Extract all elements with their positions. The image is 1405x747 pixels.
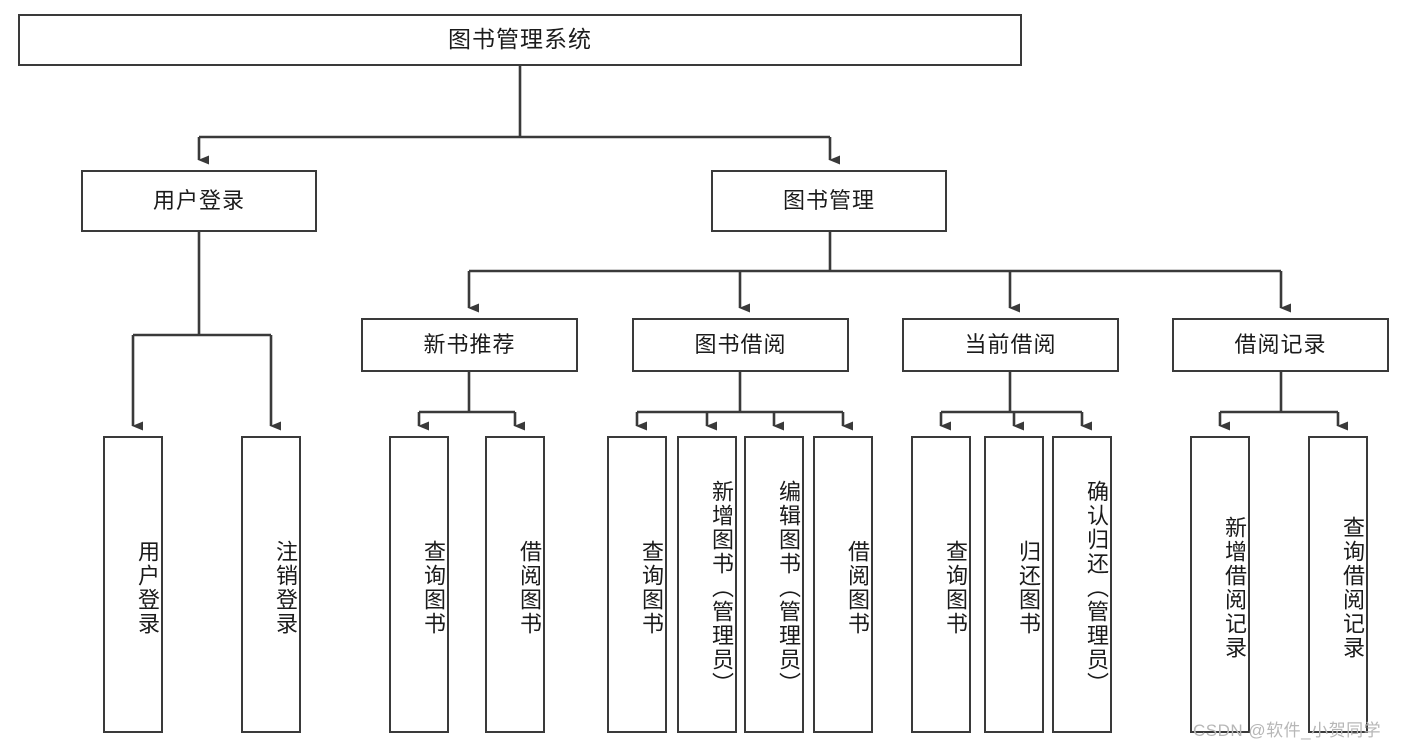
leaf-add-book-admin-label: 新增图书（管理员）: [709, 479, 734, 696]
node-current-borrow-label: 当前借阅: [964, 331, 1057, 357]
node-current-borrow[interactable]: 当前借阅: [902, 318, 1119, 372]
leaf-user-login-label: 用户登录: [135, 539, 160, 636]
node-book-borrow[interactable]: 图书借阅: [632, 318, 849, 372]
node-new-book-recommend[interactable]: 新书推荐: [361, 318, 578, 372]
leaf-query-books-borrow[interactable]: 查询图书: [607, 436, 667, 733]
connector-group-borrow: [635, 372, 853, 431]
node-new-book-recommend-label: 新书推荐: [423, 331, 516, 357]
node-borrow-records-label: 借阅记录: [1234, 331, 1327, 357]
connector-group-root: [197, 66, 840, 165]
leaf-user-logout-label: 注销登录: [273, 539, 298, 636]
leaf-user-logout[interactable]: 注销登录: [241, 436, 301, 733]
leaf-add-book-admin[interactable]: 新增图书（管理员）: [677, 436, 737, 733]
csdn-watermark: CSDN @软件_小贺同学: [1193, 721, 1382, 740]
leaf-return-book-label: 归还图书: [1016, 539, 1041, 636]
connector-group-book-mgmt: [467, 232, 1291, 313]
leaf-user-login[interactable]: 用户登录: [103, 436, 163, 733]
node-user-login-label: 用户登录: [152, 187, 245, 213]
node-user-login[interactable]: 用户登录: [81, 170, 317, 232]
leaf-query-borrow-record-label: 查询借阅记录: [1340, 515, 1365, 660]
leaf-edit-book-admin-label: 编辑图书（管理员）: [776, 479, 801, 696]
leaf-confirm-return-admin-label: 确认归还（管理员）: [1084, 479, 1109, 696]
leaf-borrow-books-new-label: 借阅图书: [517, 539, 542, 636]
leaf-query-books-borrow-label: 查询图书: [639, 539, 664, 636]
leaf-query-books-current-label: 查询图书: [943, 539, 968, 636]
leaf-borrow-books-new[interactable]: 借阅图书: [485, 436, 545, 733]
leaf-return-book[interactable]: 归还图书: [984, 436, 1044, 733]
node-book-management[interactable]: 图书管理: [711, 170, 947, 232]
node-root-system[interactable]: 图书管理系统: [18, 14, 1022, 66]
connector-group-records: [1218, 372, 1348, 431]
node-book-management-label: 图书管理: [782, 187, 875, 213]
connector-group-current-borrow: [939, 372, 1092, 431]
leaf-confirm-return-admin[interactable]: 确认归还（管理员）: [1052, 436, 1112, 733]
leaf-query-borrow-record[interactable]: 查询借阅记录: [1308, 436, 1368, 733]
leaf-add-borrow-record-label: 新增借阅记录: [1222, 515, 1247, 660]
connector-group-new-books: [417, 372, 525, 431]
leaf-borrow-book[interactable]: 借阅图书: [813, 436, 873, 733]
node-borrow-records[interactable]: 借阅记录: [1172, 318, 1389, 372]
leaf-edit-book-admin[interactable]: 编辑图书（管理员）: [744, 436, 804, 733]
leaf-add-borrow-record[interactable]: 新增借阅记录: [1190, 436, 1250, 733]
node-book-borrow-label: 图书借阅: [694, 331, 787, 357]
leaf-query-books-new[interactable]: 查询图书: [389, 436, 449, 733]
node-root-system-label: 图书管理系统: [448, 26, 592, 53]
leaf-query-books-current[interactable]: 查询图书: [911, 436, 971, 733]
leaf-query-books-new-label: 查询图书: [421, 539, 446, 636]
connector-group-login: [131, 232, 281, 431]
leaf-borrow-book-label: 借阅图书: [845, 539, 870, 636]
